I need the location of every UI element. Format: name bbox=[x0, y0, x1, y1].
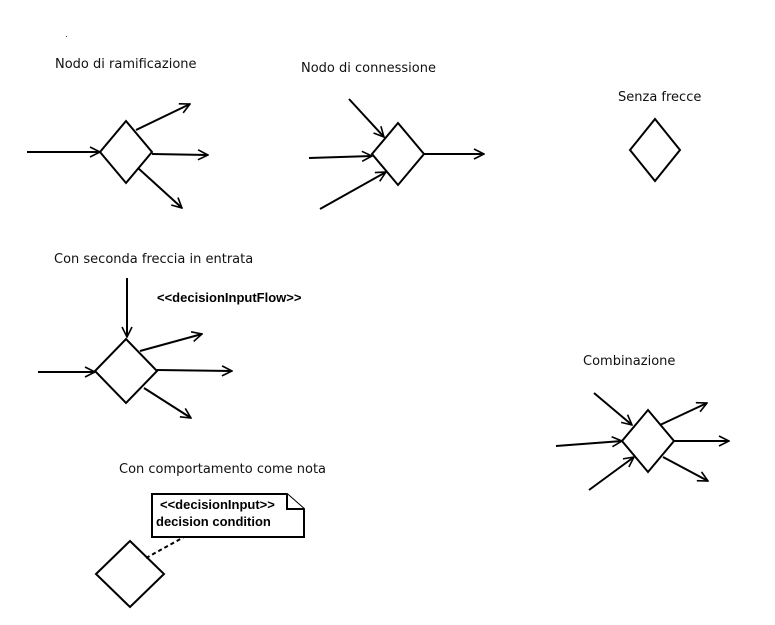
note-fold bbox=[286, 494, 304, 510]
stray-dot: . bbox=[65, 30, 68, 40]
incoming-edge bbox=[593, 392, 632, 425]
label-combination: Combinazione bbox=[583, 354, 676, 369]
merge-decision-node bbox=[308, 98, 484, 210]
label-second-input: Con seconda freccia in entrata bbox=[54, 252, 254, 267]
outgoing-edge bbox=[139, 334, 202, 352]
label-merge: Nodo di connessione bbox=[301, 61, 436, 76]
incoming-edge bbox=[588, 457, 634, 491]
outgoing-edge bbox=[156, 370, 232, 371]
incoming-edge bbox=[308, 156, 372, 158]
combination-decision-node bbox=[555, 392, 729, 491]
stereotype-decision-input-flow: <<decisionInputFlow>> bbox=[157, 290, 302, 305]
incoming-edge bbox=[555, 441, 622, 446]
decision-node-with-note bbox=[94, 493, 305, 609]
outgoing-edge bbox=[137, 167, 182, 208]
note-stereotype: <<decisionInput>> bbox=[160, 497, 275, 512]
outgoing-edge bbox=[151, 154, 208, 155]
incoming-edge bbox=[348, 98, 384, 137]
branch-decision-node bbox=[27, 104, 208, 208]
plain-decision-node bbox=[628, 117, 682, 183]
label-branch: Nodo di ramificazione bbox=[55, 57, 197, 72]
incoming-edge bbox=[319, 172, 386, 210]
label-note-behavior: Con comportamento come nota bbox=[119, 462, 327, 477]
outgoing-edge bbox=[662, 456, 708, 482]
note-box bbox=[151, 493, 305, 538]
label-no-arrows: Senza frecce bbox=[618, 90, 702, 105]
decision-node-with-input-flow bbox=[38, 278, 232, 418]
outgoing-edge bbox=[143, 387, 191, 418]
outgoing-edge bbox=[659, 403, 707, 426]
note-condition: decision condition bbox=[156, 514, 271, 529]
note-anchor-line bbox=[145, 536, 185, 559]
outgoing-edge bbox=[135, 104, 190, 131]
